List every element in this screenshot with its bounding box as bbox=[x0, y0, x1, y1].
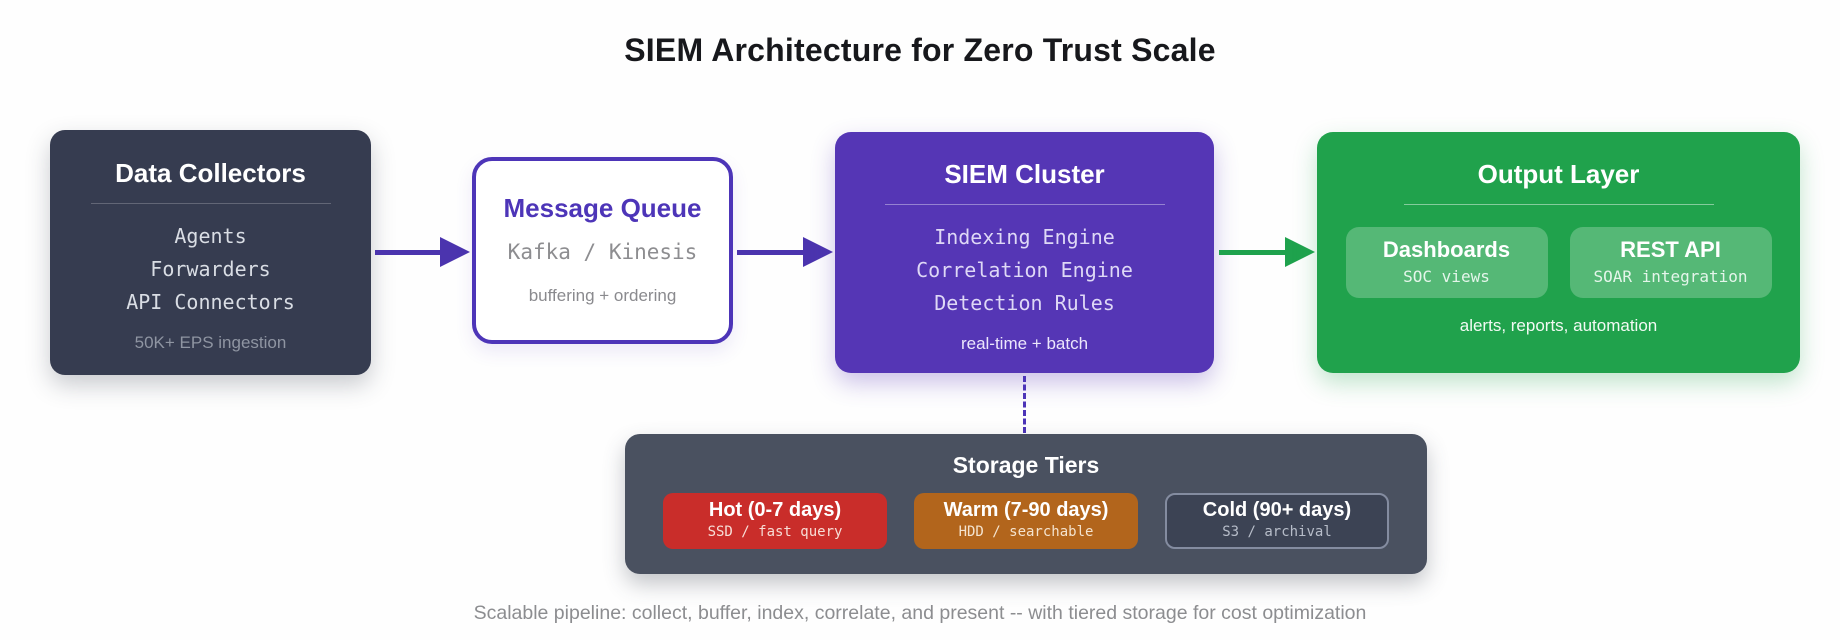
tier-cold: Cold (90+ days) S3 / archival bbox=[1165, 493, 1389, 549]
siem-cluster-item: Indexing Engine bbox=[934, 225, 1115, 249]
chip-dashboards: Dashboards SOC views bbox=[1345, 227, 1548, 298]
message-queue-title: Message Queue bbox=[503, 193, 702, 223]
siem-cluster-note: real-time + batch bbox=[960, 334, 1089, 353]
tier-hot-sub: SSD / fast query bbox=[707, 524, 843, 540]
message-queue-subtitle: Kafka / Kinesis bbox=[507, 240, 698, 264]
storage-tiers-title: Storage Tiers bbox=[952, 452, 1100, 478]
siem-cluster-item: Correlation Engine bbox=[916, 258, 1133, 282]
tier-hot-label: Hot (0-7 days) bbox=[708, 499, 842, 521]
output-layer-title: Output Layer bbox=[1477, 159, 1640, 189]
siem-cluster-divider bbox=[884, 204, 1165, 205]
data-collectors-item: Agents bbox=[174, 224, 247, 248]
data-collectors-note: 50K+ EPS ingestion bbox=[134, 333, 287, 352]
chip-rest-api-sub: SOAR integration bbox=[1593, 267, 1748, 286]
chip-dashboards-label: Dashboards bbox=[1382, 237, 1511, 262]
diagram-caption: Scalable pipeline: collect, buffer, inde… bbox=[473, 602, 1367, 624]
output-layer-divider bbox=[1403, 204, 1714, 205]
tier-warm-sub: HDD / searchable bbox=[958, 524, 1094, 540]
node-data-collectors: Data Collectors Agents Forwarders API Co… bbox=[50, 130, 371, 375]
chip-dashboards-sub: SOC views bbox=[1403, 267, 1490, 286]
tier-hot: Hot (0-7 days) SSD / fast query bbox=[663, 493, 887, 549]
node-storage-tiers: Storage Tiers Hot (0-7 days) SSD / fast … bbox=[625, 434, 1427, 574]
data-collectors-item: API Connectors bbox=[126, 290, 295, 314]
tier-cold-label: Cold (90+ days) bbox=[1202, 499, 1352, 521]
message-queue-note: buffering + ordering bbox=[528, 286, 677, 305]
tier-cold-sub: S3 / archival bbox=[1222, 524, 1332, 540]
storage-tier-row: Hot (0-7 days) SSD / fast query Warm (7-… bbox=[625, 493, 1427, 549]
siem-cluster-item: Detection Rules bbox=[934, 291, 1115, 315]
tier-warm: Warm (7-90 days) HDD / searchable bbox=[914, 493, 1138, 549]
node-output-layer: Output Layer Dashboards SOC views REST A… bbox=[1317, 132, 1800, 373]
node-message-queue: Message Queue Kafka / Kinesis buffering … bbox=[472, 157, 733, 344]
diagram-title: SIEM Architecture for Zero Trust Scale bbox=[624, 32, 1216, 68]
output-chip-row: Dashboards SOC views REST API SOAR integ… bbox=[1317, 227, 1800, 298]
node-siem-cluster: SIEM Cluster Indexing Engine Correlation… bbox=[835, 132, 1214, 373]
data-collectors-item: Forwarders bbox=[150, 257, 271, 281]
data-collectors-title: Data Collectors bbox=[115, 158, 306, 188]
tier-warm-label: Warm (7-90 days) bbox=[943, 499, 1109, 521]
chip-rest-api-label: REST API bbox=[1620, 237, 1721, 262]
output-layer-note: alerts, reports, automation bbox=[1459, 316, 1658, 335]
siem-cluster-title: SIEM Cluster bbox=[944, 159, 1105, 189]
data-collectors-divider bbox=[90, 203, 331, 204]
chip-rest-api: REST API SOAR integration bbox=[1569, 227, 1772, 298]
dashed-connector-siem-to-storage bbox=[1023, 376, 1026, 433]
